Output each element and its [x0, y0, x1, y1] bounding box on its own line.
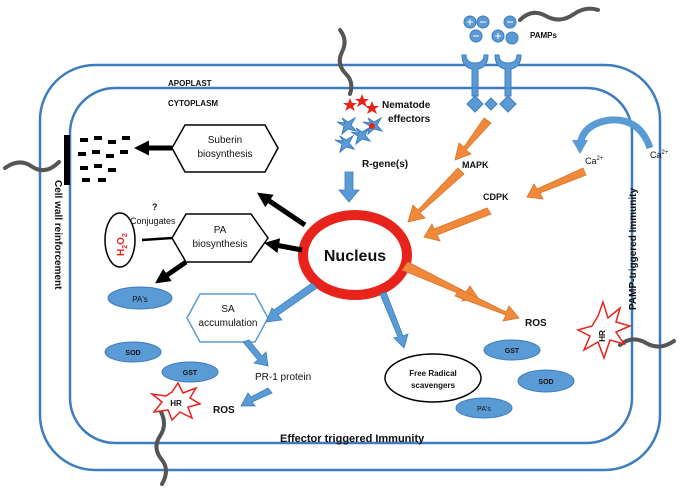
svg-text:GST: GST: [505, 348, 520, 355]
svg-text:HR: HR: [598, 330, 607, 342]
cell-wall-label: Cell wall reinforcement: [52, 180, 63, 290]
nematode-top-right: [518, 6, 600, 22]
h2o2-oval: [104, 212, 136, 268]
svg-text:GST: GST: [183, 370, 198, 377]
free-radical-label-1: Free Radical: [409, 369, 457, 378]
suberin-deposits: [78, 136, 130, 182]
pa-label-1: PA: [214, 225, 227, 236]
cloud-sod-left: SOD: [104, 341, 162, 363]
sa-label-1: SA: [221, 304, 235, 315]
nucleus-label: Nucleus: [324, 248, 386, 265]
sa-hexagon: [186, 293, 269, 343]
svg-text:PA's: PA's: [477, 406, 491, 413]
svg-text:HR: HR: [170, 399, 182, 408]
apoplast-label: APOPLAST: [168, 79, 212, 88]
nematode-right: [618, 337, 676, 349]
conjugates-question: ?: [152, 202, 158, 212]
svg-text:PA's: PA's: [132, 295, 148, 304]
orange-arrows: [401, 117, 587, 322]
cloud-sod-right: SOD: [517, 369, 575, 393]
sa-label-2: accumulation: [199, 318, 258, 329]
conjugates-label: Conjugates: [130, 216, 176, 226]
nematode-effectors-label-2: effectors: [388, 114, 431, 125]
arrow-nucleus-to-pa: [264, 238, 303, 254]
svg-text:SOD: SOD: [125, 350, 140, 357]
free-radical-label-2: scavengers: [411, 381, 456, 390]
pamp-receptors: [461, 15, 522, 113]
nematode-top: [337, 28, 354, 96]
ros-left-label: ROS: [213, 405, 235, 416]
nematode-left: [3, 160, 61, 173]
nematode-bottom: [154, 408, 168, 486]
arrow-pa-to-pas: [155, 259, 188, 284]
apoplast-membrane: [38, 63, 662, 472]
calcium-influx-arrow: [576, 116, 654, 150]
free-radical-oval: [384, 353, 482, 403]
ca-outer-label: Ca2+: [650, 150, 669, 160]
effector-immunity-label: Effector triggered Immunity: [280, 433, 425, 445]
cloud-gst-left: GST: [161, 361, 219, 383]
suberin-label-1: Suberin: [208, 135, 242, 146]
nematode-effectors: [334, 94, 384, 154]
nucleus-ring: [298, 210, 412, 300]
cloud-pas-left: PA's: [107, 286, 173, 310]
ros-right-label: ROS: [525, 318, 547, 329]
hr-burst-left: HR: [149, 381, 202, 422]
cloud-pas-right: PA's: [455, 397, 513, 419]
cell-wall-bar: [64, 135, 70, 185]
arrow-pa-to-h2o2: [141, 236, 173, 242]
ca-inner-label: Ca2+: [585, 156, 604, 166]
cdpk-label: CDPK: [483, 192, 509, 202]
r-genes-label: R-gene(s): [362, 159, 408, 170]
suberin-label-2: biosynthesis: [197, 149, 252, 160]
calcium-arrow-head: [572, 140, 588, 154]
blue-arrows: [240, 171, 409, 407]
cytoplasm-label: CYTOPLASM: [168, 99, 218, 108]
arrow-nucleus-to-suberin: [257, 192, 307, 228]
h2o2-label: H2O2: [116, 233, 129, 256]
pamps-label: PAMPs: [530, 31, 558, 40]
receptor-cross-marks: [467, 19, 513, 39]
mapk-label: MAPK: [462, 160, 489, 170]
nematode-effectors-label-1: Nematode: [382, 100, 431, 111]
pa-label-2: biosynthesis: [192, 239, 247, 250]
pr1-label: PR-1 protein: [255, 372, 311, 383]
pa-hexagon: [171, 213, 269, 263]
hr-burst-right: HR: [575, 299, 633, 361]
pamp-immunity-label: PAMP-triggered Immunity: [628, 188, 639, 310]
cloud-gst-right: GST: [483, 339, 541, 361]
svg-text:SOD: SOD: [538, 379, 553, 386]
